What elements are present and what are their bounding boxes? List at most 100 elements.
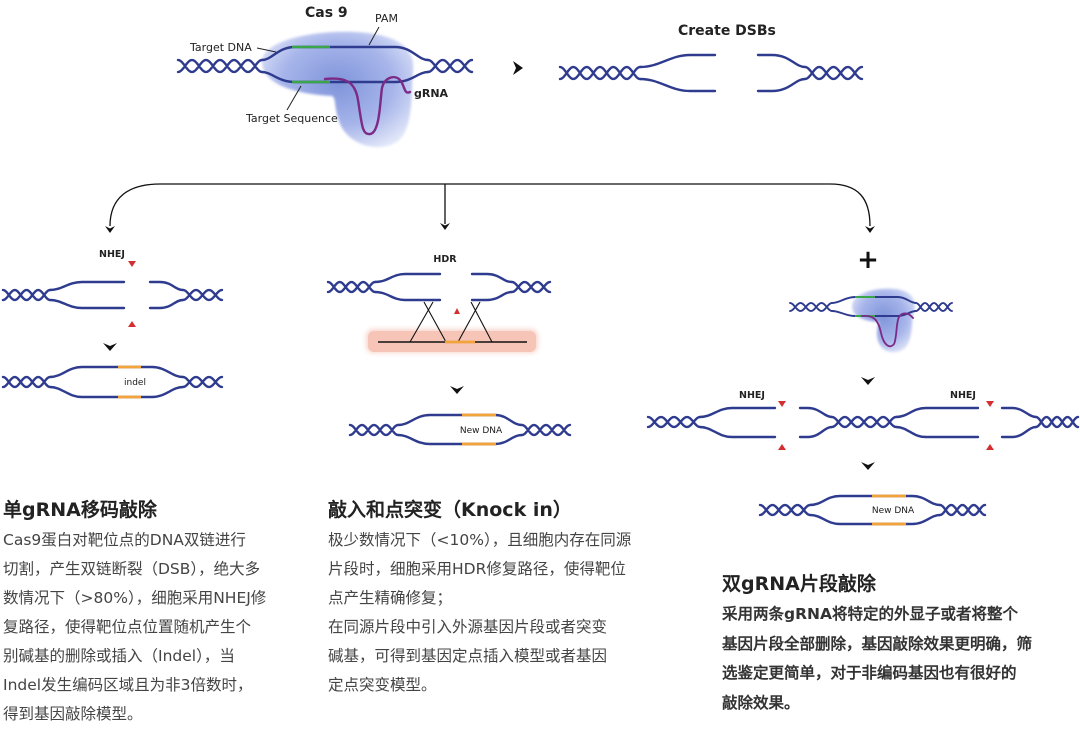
description-line: 复路径，使得靶位点位置随机产生个: [3, 618, 252, 636]
cut-site-marker: [778, 444, 786, 450]
section-title: 单gRNA移码敲除: [3, 499, 157, 521]
target-dna-bottom-strand: [260, 70, 430, 84]
broken-strand-top: [638, 53, 717, 69]
chevron-down-icon: [861, 462, 875, 470]
description-line: 点产生精确修复；: [328, 589, 453, 607]
cut-site-marker: [986, 444, 994, 450]
chevron-down-icon: [861, 377, 875, 385]
dna-helix: [915, 302, 953, 312]
broken-strand-bottom: [470, 290, 514, 302]
description-line: 选鉴定更简单，对于非编码基因也有很好的: [722, 664, 1017, 682]
grna-strand: [323, 76, 412, 136]
description-line: 碱基，可得到基因定点插入模型或者基因: [328, 647, 608, 665]
dna-helix: [348, 423, 400, 437]
cas9-complex: Cas 9 PAM Target DNA gRNA Target Sequenc…: [176, 5, 474, 148]
broken-strand-bottom: [798, 425, 834, 439]
target-dna-label: Target DNA: [189, 41, 252, 54]
description-line: 得到基因敲除模型。: [3, 705, 143, 723]
broken-strand-top: [798, 406, 834, 419]
indel-label: indel: [124, 378, 146, 388]
broken-strand-top: [756, 53, 807, 69]
homology-crossover-line: [457, 301, 481, 343]
section-title: 敲入和点突变（Knock in）: [328, 499, 572, 521]
homology-crossover-line: [423, 301, 447, 343]
broken-strand-bottom: [48, 298, 126, 310]
pathway-branch-arrows: [105, 183, 875, 233]
section-description: 采用两条gRNA将特定的外显子或者将整个 基因片段全部删除，基因敲除效果更明确，…: [722, 600, 1032, 718]
single-grna-section: 单gRNA移码敲除 Cas9蛋白对靶位点的DNA双链进行 切割，产生双链断裂（D…: [3, 499, 266, 729]
homology-crossover-line: [470, 301, 493, 343]
dna-helix: [326, 280, 377, 294]
dna-helix: [803, 65, 864, 81]
broken-strand-top: [48, 280, 126, 292]
broken-strand-top: [148, 280, 185, 292]
section-description: Cas9蛋白对靶位点的DNA双链进行 切割，产生双链断裂（DSB），绝大多 数情…: [3, 526, 266, 729]
description-line: Indel发生编码区域且为非3倍数时，: [3, 676, 253, 694]
dual-grna-pathway: + NHEJ NHEJ: [646, 245, 1080, 526]
repaired-strand-top: [396, 413, 524, 427]
description-line: 别碱基的删除或插入（Indel），当: [3, 647, 235, 665]
cas9-protein: [852, 288, 915, 353]
dna-helix: [558, 65, 642, 81]
homology-crossover-line: [409, 301, 434, 343]
dna-helix: [176, 58, 264, 74]
broken-strand-bottom: [698, 425, 777, 439]
chevron-down-icon: [450, 386, 464, 394]
dna-helix: [938, 503, 987, 517]
dna-helix: [181, 375, 224, 389]
target-dna-bottom-strand: [831, 310, 917, 317]
broken-strand-bottom: [638, 77, 717, 93]
cut-site-marker: [778, 401, 786, 407]
broken-strand-top: [698, 406, 777, 419]
grna-label: gRNA: [414, 87, 449, 100]
new-dna-label: New DNA: [872, 506, 915, 516]
target-dna-top-strand: [260, 45, 430, 62]
hdr-pathway: HDR New DNA: [326, 254, 572, 446]
broken-strand-top: [470, 272, 514, 284]
description-line: 片段时，细胞采用HDR修复路径，使得靶位: [328, 560, 626, 578]
pam-leader-line: [368, 26, 380, 46]
broken-strand-bottom: [148, 298, 185, 310]
cut-site-marker: [128, 321, 136, 327]
nhej-pathway: NHEJ indel: [1, 249, 224, 399]
branch-line: [109, 183, 871, 227]
nhej-label: NHEJ: [739, 390, 765, 401]
description-line: 定点突变模型。: [328, 676, 437, 694]
broken-strand-top: [373, 272, 442, 284]
create-dsbs-label: Create DSBs: [678, 23, 776, 39]
dna-helix: [830, 415, 898, 429]
description-line: 极少数情况下（<10%），且细胞内存在同源: [328, 531, 632, 549]
broken-strand-bottom: [756, 77, 807, 93]
cas9-label: Cas 9: [305, 5, 348, 21]
nhej-label: NHEJ: [950, 390, 976, 401]
broken-strand-top: [894, 406, 980, 419]
repaired-strand-bottom: [48, 385, 185, 399]
broken-strand-bottom: [373, 290, 442, 302]
grna-strand: [861, 312, 914, 348]
dna-helix: [510, 280, 552, 294]
chevron-down-icon: [103, 343, 117, 351]
description-line: 在同源片段中引入外源基因片段或者突变: [328, 618, 608, 636]
dna-helix: [646, 415, 702, 429]
dna-helix: [758, 503, 812, 517]
dna-helix: [520, 423, 572, 437]
target-dna-top-strand: [831, 296, 917, 304]
new-dna-label: New DNA: [460, 426, 503, 436]
broken-strand-bottom: [894, 425, 980, 439]
arrow-down-icon: [865, 226, 875, 233]
description-line: Cas9蛋白对靶位点的DNA双链进行: [3, 531, 246, 549]
broken-strand-top: [1000, 406, 1038, 419]
repaired-strand-bottom: [396, 433, 524, 446]
knock-in-section: 敲入和点突变（Knock in） 极少数情况下（<10%），且细胞内存在同源 片…: [328, 499, 631, 700]
section-title: 双gRNA片段敲除: [722, 573, 876, 595]
pam-label: PAM: [375, 12, 398, 25]
dna-helix: [789, 302, 833, 312]
description-line: 敲除效果。: [722, 693, 800, 712]
hdr-label: HDR: [433, 254, 457, 265]
dna-helix: [1, 375, 52, 389]
cas9-protein: [262, 31, 414, 148]
cut-site-marker: [986, 401, 994, 407]
target-sequence-label: Target Sequence: [245, 112, 338, 125]
plus-icon: +: [857, 245, 879, 275]
